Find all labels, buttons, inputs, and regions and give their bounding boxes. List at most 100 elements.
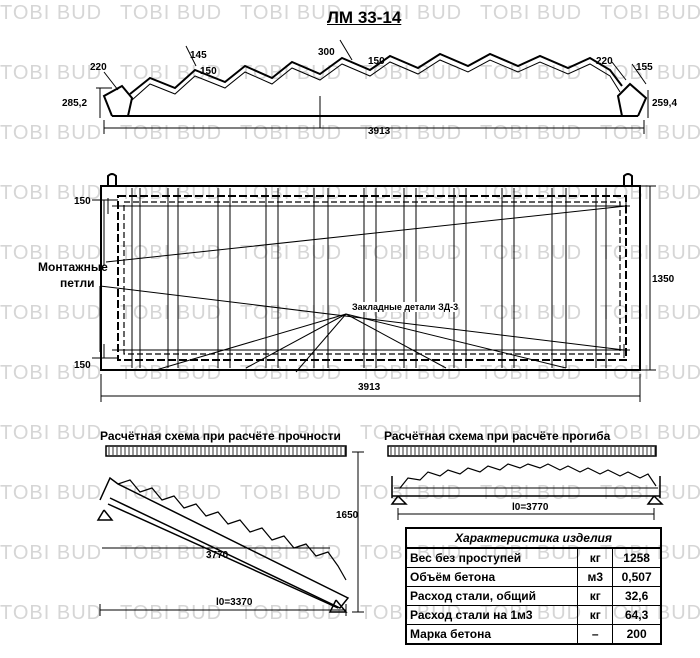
watermark-text: TOBI BUD (360, 62, 463, 84)
dim-l0-3370: l0=3370 (216, 597, 253, 608)
strength-scheme-title: Расчётная схема при расчёте прочности (100, 429, 341, 443)
watermark-text: TOBI BUD (0, 2, 103, 24)
watermark-text: TOBI BUD (240, 242, 343, 264)
spec-name: Расход стали на 1м3 (405, 605, 579, 625)
watermark-text: TOBI BUD (240, 182, 343, 204)
watermark-text: TOBI BUD (360, 2, 463, 24)
dim-150-right: 150 (368, 56, 385, 67)
spec-value: 0,507 (612, 567, 662, 587)
dim-1350: 1350 (652, 274, 675, 285)
dim-300: 300 (318, 47, 335, 58)
watermark-text: TOBI BUD (360, 242, 463, 264)
drawing-title: ЛМ 33-14 (327, 8, 402, 27)
watermark-text: TOBI BUD (120, 242, 223, 264)
watermark-text: TOBI BUD (120, 62, 223, 84)
spec-table: Характеристика изделия Вес без проступей… (405, 527, 662, 645)
watermark-text: TOBI BUD (120, 182, 223, 204)
dim-220-right: 220 (596, 56, 613, 67)
dim-l0-3770: l0=3770 (512, 502, 549, 513)
spec-name: Объём бетона (405, 567, 579, 587)
dim-285-2: 285,2 (62, 98, 88, 109)
watermark-text: TOBI BUD (480, 2, 583, 24)
label-mounting-loops-line2: петли (60, 276, 95, 290)
dim-150-left: 150 (200, 66, 217, 77)
strength-scheme (96, 445, 350, 613)
plan-leader-lines (99, 198, 627, 373)
watermark-text: TOBI BUD (120, 302, 223, 324)
dim-145: 145 (190, 50, 207, 61)
watermark-text: TOBI BUD (0, 362, 103, 384)
dim-3913-top: 3913 (368, 126, 391, 137)
watermark-text: TOBI BUD (0, 422, 103, 444)
deflection-scheme (387, 445, 664, 505)
spec-unit: кг (577, 586, 614, 606)
deflection-dimensions (397, 508, 655, 520)
watermark-text: TOBI BUD (240, 362, 343, 384)
deflection-scheme-title: Расчётная схема при расчёте прогиба (384, 429, 611, 443)
watermark-text: TOBI BUD (0, 482, 103, 504)
watermark-text: TOBI BUD (0, 242, 103, 264)
spec-name: Расход стали, общий (405, 586, 579, 606)
watermark-text: TOBI BUD (360, 362, 463, 384)
spec-unit: – (577, 624, 614, 645)
watermark-text: TOBI BUD (600, 2, 700, 24)
spec-unit: кг (577, 547, 614, 568)
watermark-text: TOBI BUD (0, 602, 103, 624)
spec-table-title: Характеристика изделия (405, 527, 662, 549)
spec-name: Марка бетона (405, 624, 579, 645)
dim-150-plan-bottom: 150 (74, 360, 91, 371)
watermark-text: TOBI BUD (120, 422, 223, 444)
watermark-text: TOBI BUD (600, 422, 700, 444)
dim-3770-strength: 3770 (206, 550, 229, 561)
watermark-text: TOBI BUD (360, 422, 463, 444)
dim-3913-plan: 3913 (358, 382, 381, 393)
plan-bars (112, 188, 630, 368)
watermark-text: TOBI BUD (480, 242, 583, 264)
dim-259-4: 259,4 (652, 98, 678, 109)
label-mounting-loops-line1: Монтажные (38, 260, 108, 274)
watermark-text: TOBI BUD (0, 182, 103, 204)
watermark-text: TOBI BUD (240, 2, 343, 24)
table-row: Объём бетона м3 0,507 (405, 567, 662, 587)
spec-value: 200 (612, 624, 662, 645)
watermark-text: TOBI BUD (240, 602, 343, 624)
watermark-text: TOBI BUD (600, 362, 700, 384)
plan-outline (100, 173, 641, 371)
spec-value: 64,3 (612, 605, 662, 625)
watermark-text: TOBI BUD (480, 422, 583, 444)
table-row: Расход стали на 1м3 кг 64,3 (405, 605, 662, 625)
watermark-text: TOBI BUD (0, 302, 103, 324)
watermark-text: TOBI BUD (240, 302, 343, 324)
watermark-text: TOBI BUD (120, 362, 223, 384)
watermark-text: TOBI BUD (480, 302, 583, 324)
table-row: Расход стали, общий кг 32,6 (405, 586, 662, 606)
watermark-text: TOBI BUD (240, 422, 343, 444)
watermark-text: TOBI BUD (480, 362, 583, 384)
spec-value: 1258 (612, 547, 662, 568)
dim-1650: 1650 (336, 510, 359, 521)
watermark-text: TOBI BUD (0, 122, 103, 144)
watermark-text: TOBI BUD (120, 2, 223, 24)
strength-dimensions (99, 451, 364, 616)
watermark-text: TOBI BUD (360, 182, 463, 204)
plan-dimensions (92, 185, 656, 402)
dim-150-plan-top: 150 (74, 196, 91, 207)
spec-unit: кг (577, 605, 614, 625)
watermark-text: TOBI BUD (480, 62, 583, 84)
watermark-text: TOBI BUD (120, 482, 223, 504)
spec-unit: м3 (577, 567, 614, 587)
watermark-text: TOBI BUD (480, 182, 583, 204)
watermark-text: TOBI BUD (0, 62, 103, 84)
watermark-text: TOBI BUD (120, 602, 223, 624)
dim-155: 155 (636, 62, 653, 73)
spec-name: Вес без проступей (405, 547, 579, 568)
watermark-text: TOBI BUD (240, 482, 343, 504)
plan-reinforcement (117, 195, 627, 361)
table-row: Марка бетона – 200 (405, 624, 662, 645)
cross-section-dimensions (96, 39, 649, 134)
table-row: Вес без проступей кг 1258 (405, 547, 662, 568)
dim-220-left: 220 (90, 62, 107, 73)
label-embedded-parts: Закладные детали ЗД-3 (352, 302, 459, 312)
watermark-text: TOBI BUD (0, 542, 103, 564)
